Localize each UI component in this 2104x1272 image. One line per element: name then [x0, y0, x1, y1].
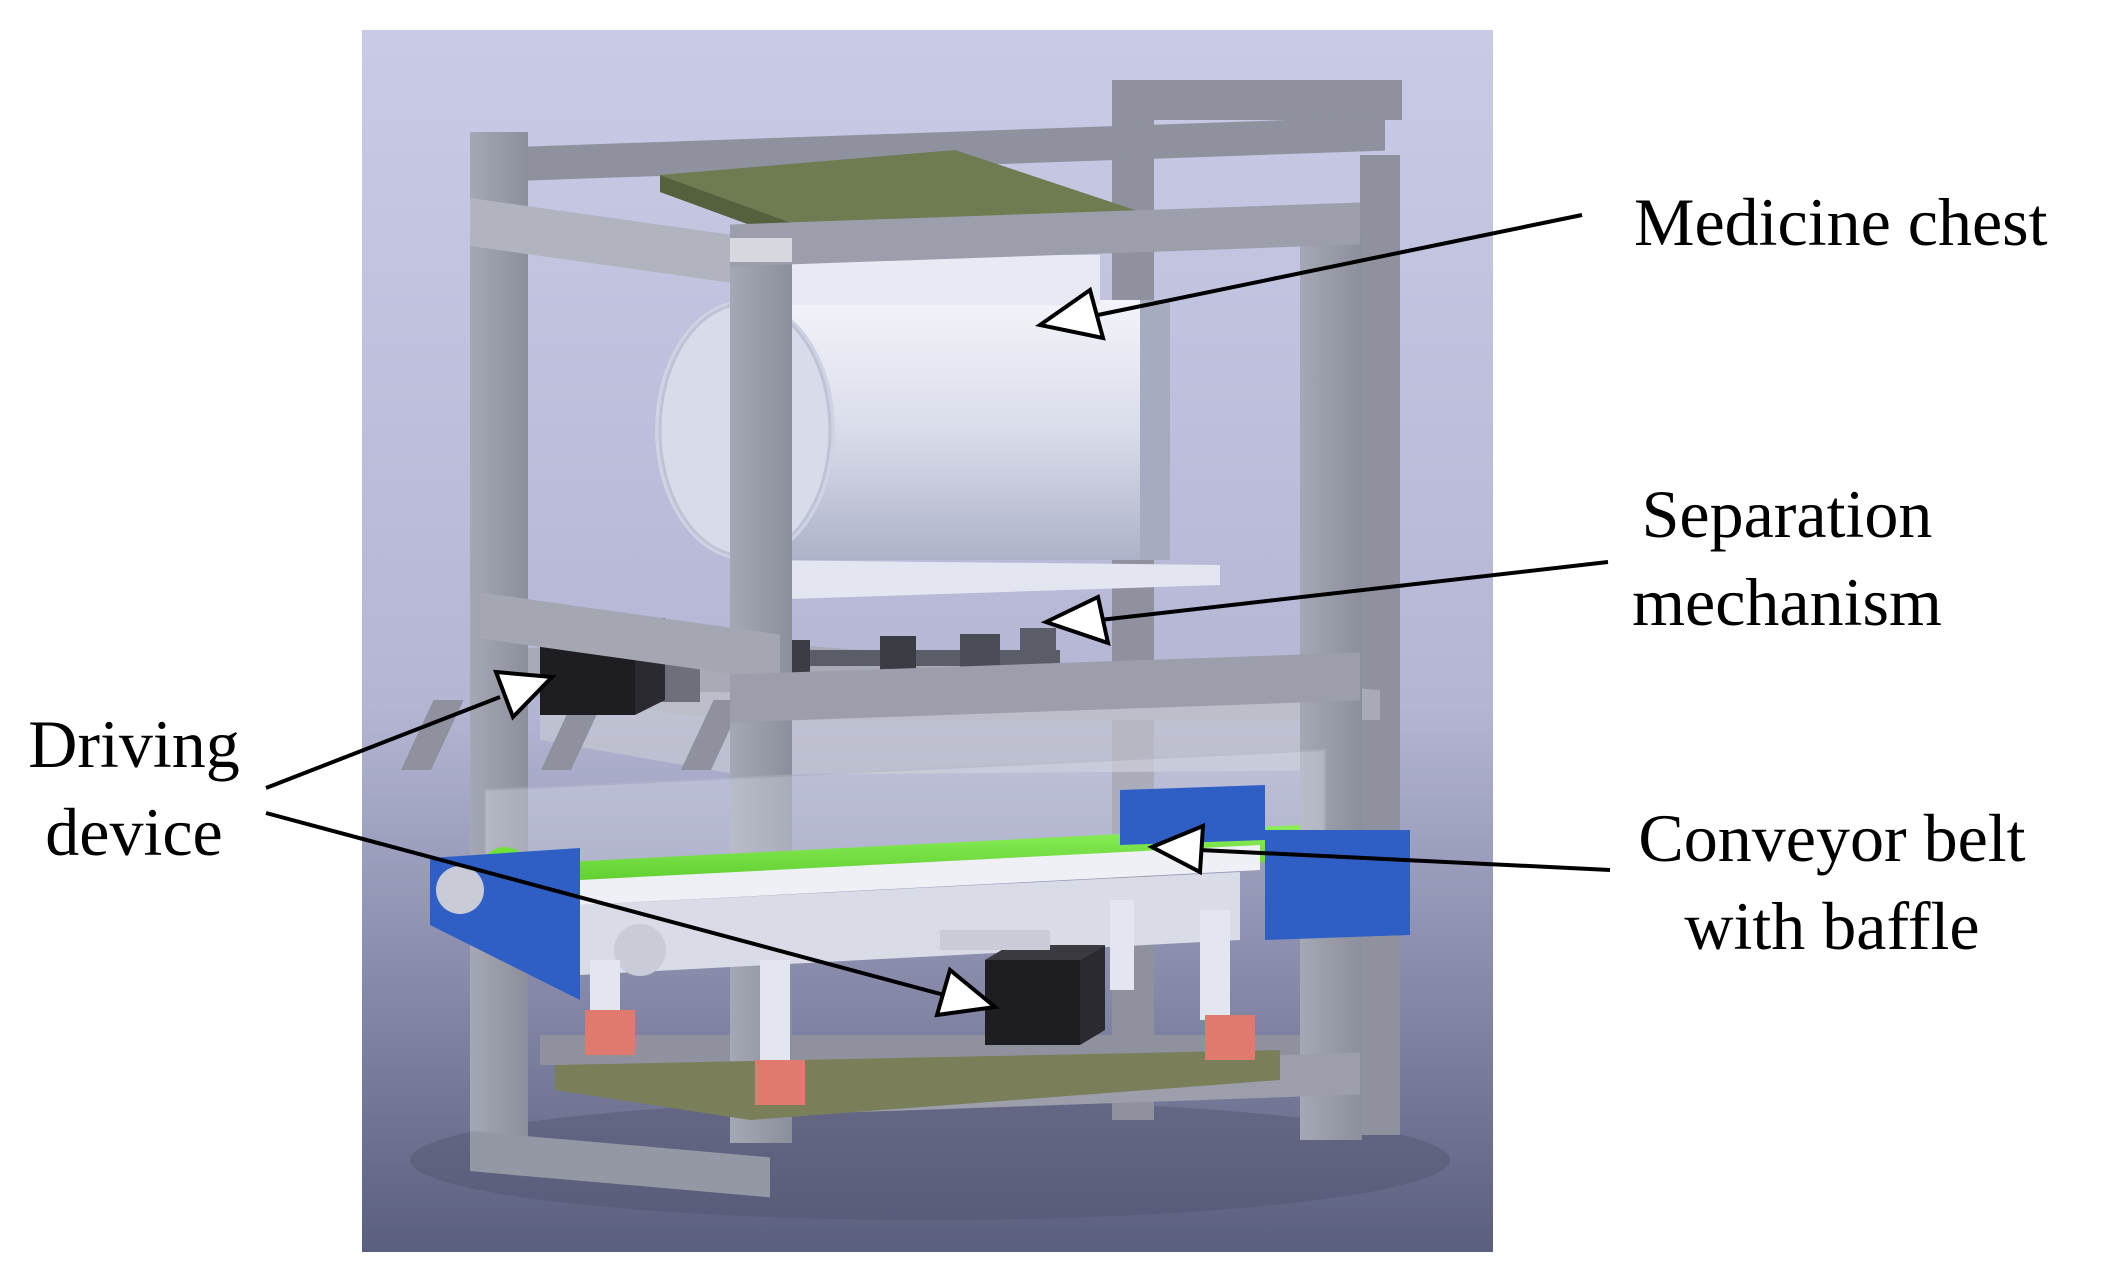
separation-plate	[755, 560, 1220, 600]
conveyor-belt	[475, 825, 1300, 975]
label-driving-device: Driving device	[14, 700, 254, 876]
label-conveyor-line-1: Conveyor belt	[1638, 800, 2026, 876]
label-separation-line-1: Separation	[1641, 476, 1933, 552]
label-medicine-chest-text: Medicine chest	[1634, 184, 2048, 260]
label-medicine-chest: Medicine chest	[1634, 178, 2048, 266]
separation-arrow	[1040, 560, 1609, 647]
label-driving-line-1: Driving	[28, 706, 240, 782]
annotation-arrows	[265, 213, 1611, 1018]
conveyor-legs	[590, 900, 1230, 1060]
driving-lower-arrow	[265, 811, 1000, 1018]
conveyor-arrow	[1147, 822, 1611, 876]
label-separation-mechanism: Separation mechanism	[1612, 470, 1962, 646]
conveyor-side-plates	[430, 785, 1410, 1000]
label-separation-line-2: mechanism	[1632, 564, 1942, 640]
floor-shadow	[410, 1100, 1450, 1220]
driving-upper-arrow	[265, 669, 557, 790]
label-conveyor-line-2: with baffle	[1684, 888, 1980, 964]
feet	[585, 1010, 1255, 1105]
medicine-chest-arrow	[1035, 213, 1583, 341]
lower-motor	[940, 930, 1105, 1045]
bottom-board	[555, 1050, 1280, 1120]
label-conveyor-belt: Conveyor belt with baffle	[1612, 794, 2052, 970]
label-driving-line-2: device	[45, 794, 223, 870]
